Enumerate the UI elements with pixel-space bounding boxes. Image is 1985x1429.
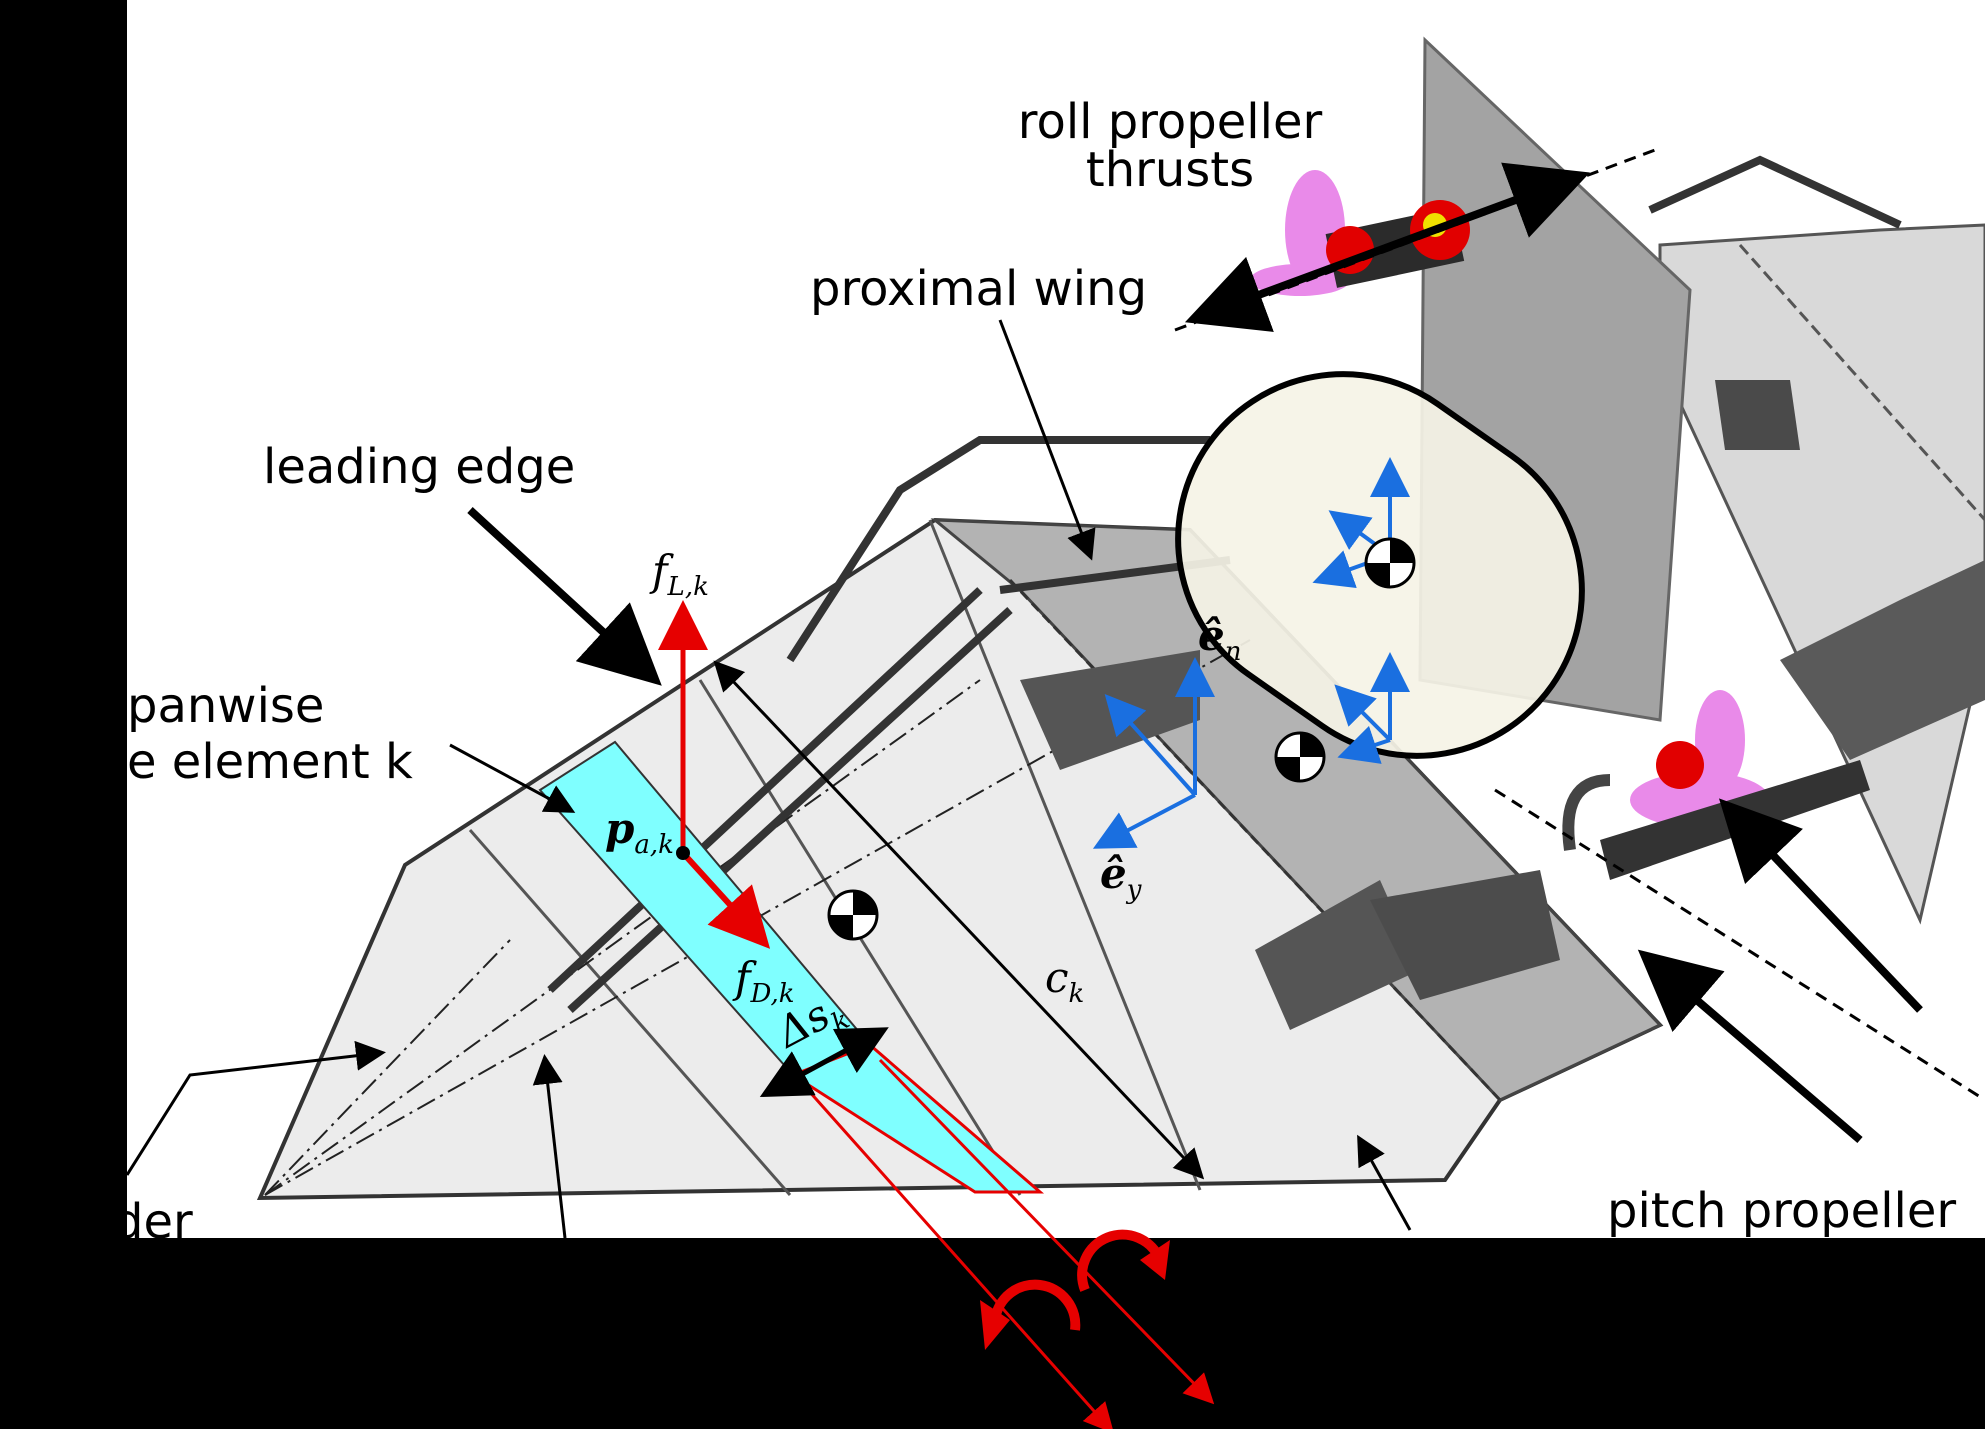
spanwise-label-2: e element k <box>127 734 413 790</box>
y-axis-label: êy <box>1100 849 1142 905</box>
center-of-mass-icon <box>827 889 879 941</box>
roll-propeller-label-2: thrusts <box>1086 142 1254 198</box>
aero-center-point <box>676 846 690 860</box>
pitch-propeller-label: pitch propeller <box>1607 1183 1956 1239</box>
spanwise-label-1: panwise <box>127 678 324 734</box>
center-of-mass-icon <box>1364 537 1416 589</box>
proximal-wing-label: proximal wing <box>810 261 1147 317</box>
rotation-arrowhead-1 <box>980 1300 1010 1350</box>
center-of-mass-icon <box>1274 731 1326 783</box>
chord-length-label: ck <box>1045 953 1084 1009</box>
aero-point-label: pa,k <box>605 804 674 860</box>
annotation-arrows <box>125 148 1985 1239</box>
right-wing <box>1658 223 1985 925</box>
rotation-arrowhead-2 <box>1140 1240 1170 1280</box>
leading-edge-label: leading edge <box>263 439 575 495</box>
normal-axis-label: ên <box>1198 611 1241 667</box>
partial-bottom-label: der <box>113 1194 193 1250</box>
roll-propeller-label-1: roll propeller <box>1018 94 1323 150</box>
rotation-arrow-icon <box>990 1229 1165 1331</box>
